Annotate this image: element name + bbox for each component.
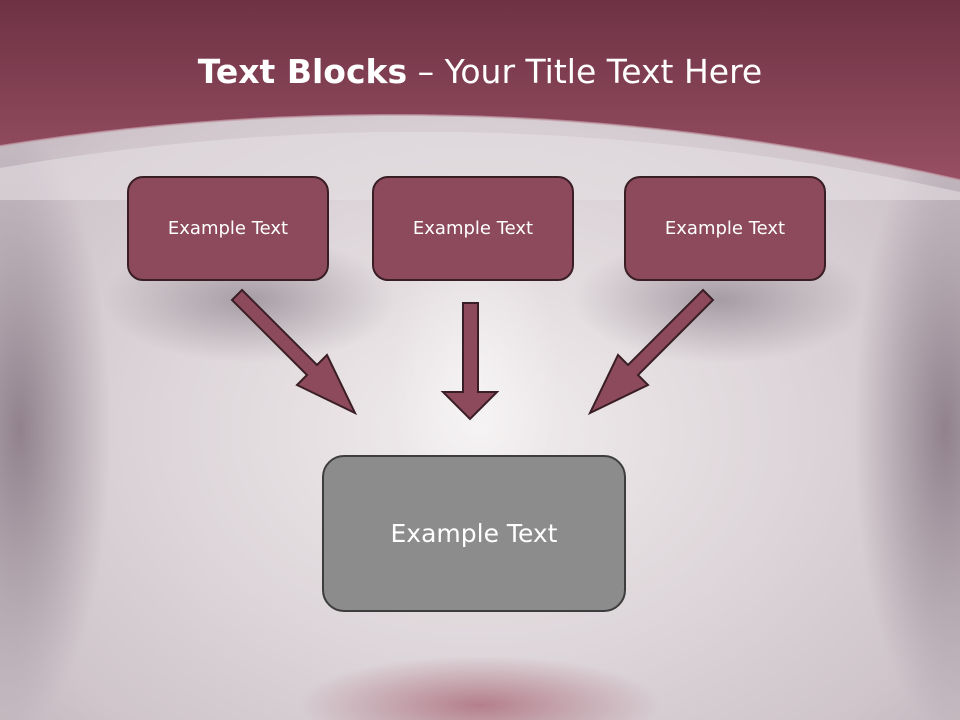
- header-band: [0, 0, 960, 200]
- text-block-left: Example Text: [127, 176, 329, 281]
- text-block-center-label: Example Text: [412, 218, 534, 239]
- header-fill: [0, 0, 960, 180]
- header-edge-line: [0, 113, 960, 181]
- text-block-result: Example Text: [322, 455, 626, 612]
- text-block-right: Example Text: [624, 176, 826, 281]
- text-block-result-label: Example Text: [390, 519, 558, 548]
- slide-title-bold: Text Blocks: [197, 52, 408, 91]
- text-block-left-label: Example Text: [167, 218, 289, 239]
- slide-title-rest: – Your Title Text Here: [407, 52, 763, 91]
- text-block-center: Example Text: [372, 176, 574, 281]
- slide-title: Text Blocks – Your Title Text Here: [0, 52, 960, 91]
- text-block-right-label: Example Text: [664, 218, 786, 239]
